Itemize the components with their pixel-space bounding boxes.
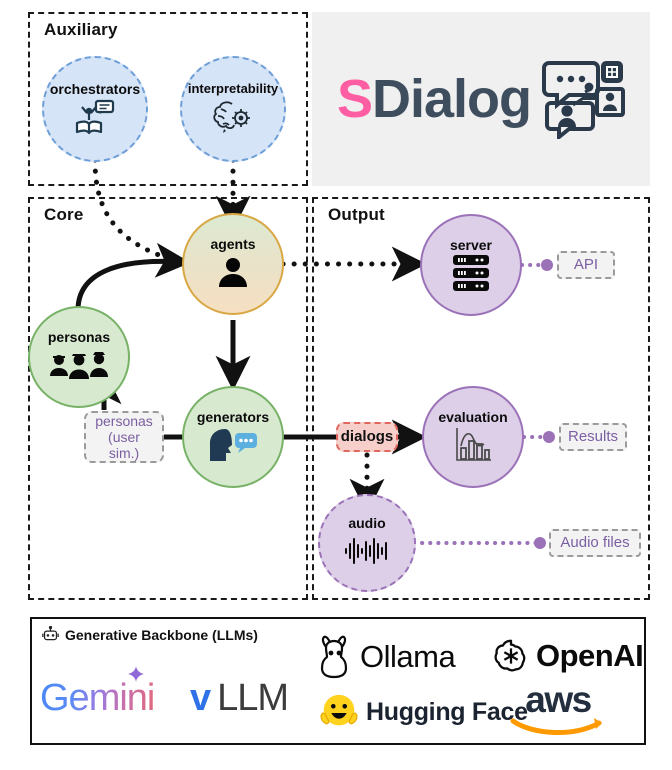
- hugging-face-emoji-icon: [320, 694, 358, 726]
- tag-audio-files: Audio files: [549, 529, 641, 557]
- provider-gemini-label: Gemini: [40, 677, 155, 719]
- group-output-title: Output: [324, 205, 389, 225]
- gemini-sparkle-icon: [128, 666, 144, 682]
- robot-icon: [42, 626, 59, 641]
- logo-word-dialog: Dialog: [372, 69, 532, 129]
- aws-smile-icon: [510, 717, 602, 735]
- tag-personas-user-sim: personas (user sim.): [84, 411, 164, 463]
- node-evaluation-label: evaluation: [438, 408, 508, 425]
- group-core-title: Core: [40, 205, 88, 225]
- node-generators[interactable]: generators: [182, 386, 284, 488]
- provider-hugging-face-label: Hugging Face: [366, 697, 528, 726]
- generative-backbone-title-row: Generative Backbone (LLMs): [42, 626, 258, 643]
- tag-dialogs[interactable]: dialogs: [336, 422, 398, 452]
- node-interpretability[interactable]: interpretability: [180, 56, 286, 162]
- node-generators-label: generators: [196, 408, 270, 425]
- logo-letter-s: S: [336, 69, 373, 129]
- provider-openai-label: OpenAI: [536, 638, 644, 673]
- node-evaluation[interactable]: evaluation: [422, 386, 524, 488]
- llama-icon: [320, 635, 348, 679]
- tag-personas-user-sim-line2: (user sim.): [108, 428, 140, 462]
- group-auxiliary-title: Auxiliary: [40, 20, 122, 40]
- node-agents[interactable]: agents: [182, 213, 284, 315]
- provider-ollama-label: Ollama: [360, 639, 456, 674]
- openai-knot-icon: [494, 639, 526, 672]
- tag-results-label: Results: [567, 428, 619, 446]
- node-server[interactable]: server: [420, 214, 522, 316]
- provider-aws-label: aws: [525, 679, 592, 720]
- node-personas[interactable]: personas: [28, 306, 130, 408]
- node-server-label: server: [449, 236, 493, 253]
- person-icon: [216, 253, 250, 291]
- server-rack-icon: [449, 254, 493, 292]
- tag-api-label: API: [573, 256, 599, 274]
- node-audio-label: audio: [348, 514, 386, 531]
- provider-vllm[interactable]: v LLM: [190, 677, 289, 720]
- tag-dialogs-label: dialogs: [340, 428, 394, 446]
- sdialog-logo-panel: SDialog: [312, 12, 650, 186]
- bar-chart-icon: [451, 426, 495, 464]
- three-people-icon: [48, 346, 110, 384]
- tag-audio-files-label: Audio files: [560, 534, 630, 552]
- node-orchestrators-label: orchestrators: [49, 80, 141, 97]
- tag-personas-user-sim-line1: personas: [95, 412, 153, 429]
- brain-gear-icon: [212, 98, 254, 136]
- provider-openai[interactable]: OpenAI: [492, 637, 644, 675]
- head-speech-bubble-icon: [207, 426, 259, 464]
- generative-backbone-panel: Generative Backbone (LLMs) Gemini v LLM: [30, 617, 646, 745]
- sdialog-conversation-icon: [542, 61, 626, 139]
- node-interpretability-label: interpretability: [187, 81, 279, 97]
- provider-vllm-label: LLM: [217, 677, 289, 719]
- sdialog-wordmark: SDialog: [336, 69, 532, 129]
- provider-ollama[interactable]: Ollama: [318, 635, 456, 679]
- waveform-icon: [343, 532, 391, 570]
- provider-gemini[interactable]: Gemini: [40, 677, 160, 720]
- tag-api: API: [557, 251, 615, 279]
- node-orchestrators[interactable]: orchestrators: [42, 56, 148, 162]
- node-agents-label: agents: [210, 235, 256, 252]
- teacher-book-speech-icon: [75, 98, 115, 136]
- provider-hugging-face[interactable]: Hugging Face: [318, 691, 528, 733]
- vllm-icon: v: [190, 677, 212, 719]
- generative-backbone-title: Generative Backbone (LLMs): [65, 626, 258, 643]
- provider-aws[interactable]: aws: [510, 679, 606, 737]
- group-output: [312, 197, 650, 600]
- node-personas-label: personas: [47, 328, 111, 345]
- node-audio[interactable]: audio: [318, 494, 416, 592]
- tag-results: Results: [559, 423, 627, 451]
